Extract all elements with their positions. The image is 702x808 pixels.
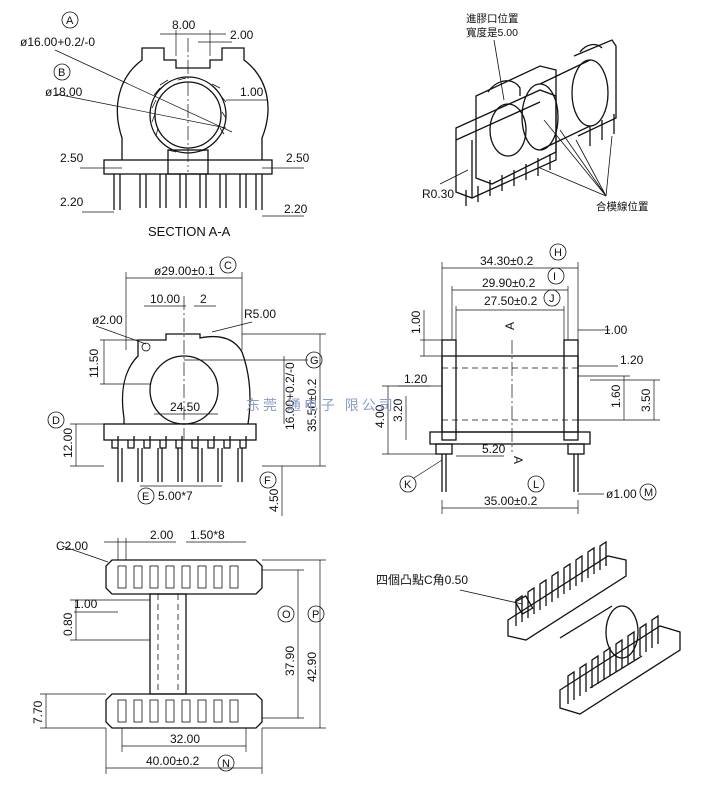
iso-bottom-fingers-bottom: [567, 614, 659, 704]
marker-c: C: [224, 260, 232, 272]
dim-250-left-label: 2.50: [60, 151, 84, 165]
dim-220-left-label: 2.20: [60, 195, 84, 209]
dim-1-label: 1.00: [240, 85, 264, 99]
dim-770-label: 7.70: [31, 700, 45, 724]
side-core: [441, 355, 579, 433]
isometric-top-view: 進膠口位置 寬度是5.00 R0.30 合模線位置: [422, 12, 649, 213]
bottom-view: C2.00 2.00 1.50*8 1.00 0.80 37.90 O 42.9…: [31, 528, 326, 774]
iso-top-pins: [465, 114, 615, 206]
marker-n: N: [222, 758, 230, 770]
dim-450-label: 4.50: [267, 488, 281, 512]
dim-320-label: 3.20: [391, 398, 405, 422]
marker-k: K: [404, 479, 412, 491]
dia-pin-label: ø1.00: [606, 487, 637, 501]
marker-a: A: [66, 15, 74, 27]
iso-bottom-fingers-top: [515, 540, 607, 626]
dim-250-right-label: 2.50: [286, 151, 310, 165]
section-body-outline: [116, 47, 269, 160]
marker-o: O: [282, 609, 291, 621]
side-base: [429, 431, 591, 445]
marker-p: P: [312, 609, 319, 621]
dim-3790-label: 37.90: [283, 646, 297, 676]
dim-520-label: 5.20: [482, 442, 506, 456]
dim-220-right-label: 2.20: [284, 202, 308, 216]
dim-2750-label: 27.50±0.2: [484, 294, 538, 308]
dim-2-bottom-label: 2.00: [150, 528, 174, 542]
gate-note-line2: 寬度是5.00: [466, 26, 518, 39]
dia-18-label: ø18.00: [45, 85, 83, 99]
dim-1-left-label: 1.00: [409, 310, 423, 334]
dim-160-label: 1.60: [609, 384, 623, 408]
marker-b: B: [58, 67, 65, 79]
marker-d: D: [52, 415, 60, 427]
iso-radius-label: R0.30: [422, 187, 454, 201]
marker-i: I: [553, 271, 556, 283]
dim-2450-label: 24.50: [170, 400, 200, 414]
dia-29-label: ø29.00±0.1: [154, 264, 215, 278]
marker-j: J: [549, 293, 555, 305]
section-a-top: A: [503, 322, 517, 330]
section-a-a-view: 8.00 2.00 ø16.00+0.2/-0 ø18.00 1.00 2.50…: [20, 11, 310, 239]
bump-marker: [514, 595, 534, 615]
dim-10-label: 10.00: [150, 292, 180, 306]
pitch-bottom-label: 1.50*8: [190, 528, 225, 542]
side-view: 34.30±0.2 H 29.90±0.2 I 27.50±0.2 J 1.00…: [373, 243, 660, 514]
section-base-boss: [167, 149, 209, 175]
gate-note-line1: 進膠口位置: [466, 12, 519, 25]
dia-2-label: ø2.00: [92, 313, 123, 327]
side-right-flange: [563, 339, 579, 441]
pitch-label: 5.00*7: [158, 489, 193, 503]
dim-1-right-label: 1.00: [604, 323, 628, 337]
dim-32-label: 32.00: [170, 732, 200, 746]
r5-label: R5.00: [244, 307, 276, 321]
dim-1150-label: 11.50: [87, 349, 101, 378]
marker-h: H: [554, 247, 562, 259]
bottom-bottom-flange: [105, 693, 263, 729]
parting-line-label: 合模線位置: [596, 200, 649, 213]
bottom-top-flange: [105, 559, 263, 595]
front-base-flange: [103, 423, 257, 441]
marker-m: M: [644, 487, 653, 499]
dim-35-label: 35.00±0.2: [484, 494, 538, 508]
bump-note: 四個凸點C角0.50: [376, 573, 468, 587]
parting-line-leaders: [539, 119, 613, 197]
dim-120-left-label: 1.20: [404, 372, 428, 386]
dim-350-label: 3.50: [639, 388, 653, 412]
dia-16-label: ø16.00+0.2/-0: [20, 35, 95, 49]
bottom-core: [149, 593, 187, 695]
dim-40-label: 40.00±0.2: [146, 754, 200, 768]
marker-l: L: [533, 479, 539, 491]
front-comb: [111, 436, 247, 449]
chamfer-label: C2.00: [56, 539, 88, 553]
dim-2-label: 2.00: [230, 28, 254, 42]
dim-4290-label: 42.90: [305, 652, 319, 682]
side-left-flange: [441, 339, 457, 441]
marker-f: F: [264, 475, 271, 487]
watermark: 东莞 通电子 限公司: [246, 397, 396, 413]
dia-16-g-label: 16.00+0.2/-0: [283, 362, 297, 430]
dim-1-bottom-label: 1.00: [74, 597, 98, 611]
section-caption: SECTION A-A: [148, 224, 231, 239]
dim-2-front-label: 2: [200, 292, 207, 306]
bottom-bottom-slots: [117, 699, 239, 723]
dim-3550-label: 35.50±0.2: [305, 378, 319, 432]
tube-hatching: [151, 77, 227, 153]
dim-120-right-label: 1.20: [620, 353, 644, 367]
isometric-bottom-view: 四個凸點C角0.50: [376, 540, 681, 715]
bottom-top-slots: [117, 565, 239, 589]
marker-e: E: [142, 491, 149, 503]
marker-g: G: [310, 355, 319, 367]
dim-3430-label: 34.30±0.2: [480, 254, 534, 268]
section-a-bottom: A: [511, 456, 525, 464]
dim-12-label: 12.00: [61, 428, 75, 458]
front-view: ø29.00±0.1 C 10.00 2 ø2.00 R5.00 11.50 G…: [47, 256, 326, 516]
dim-4-label: 4.00: [373, 404, 387, 428]
dim-080-label: 0.80: [61, 612, 75, 636]
section-pins: [113, 174, 263, 210]
dim-2990-label: 29.90±0.2: [482, 276, 536, 290]
front-pins: [117, 448, 243, 482]
dim-8-label: 8.00: [172, 18, 196, 32]
